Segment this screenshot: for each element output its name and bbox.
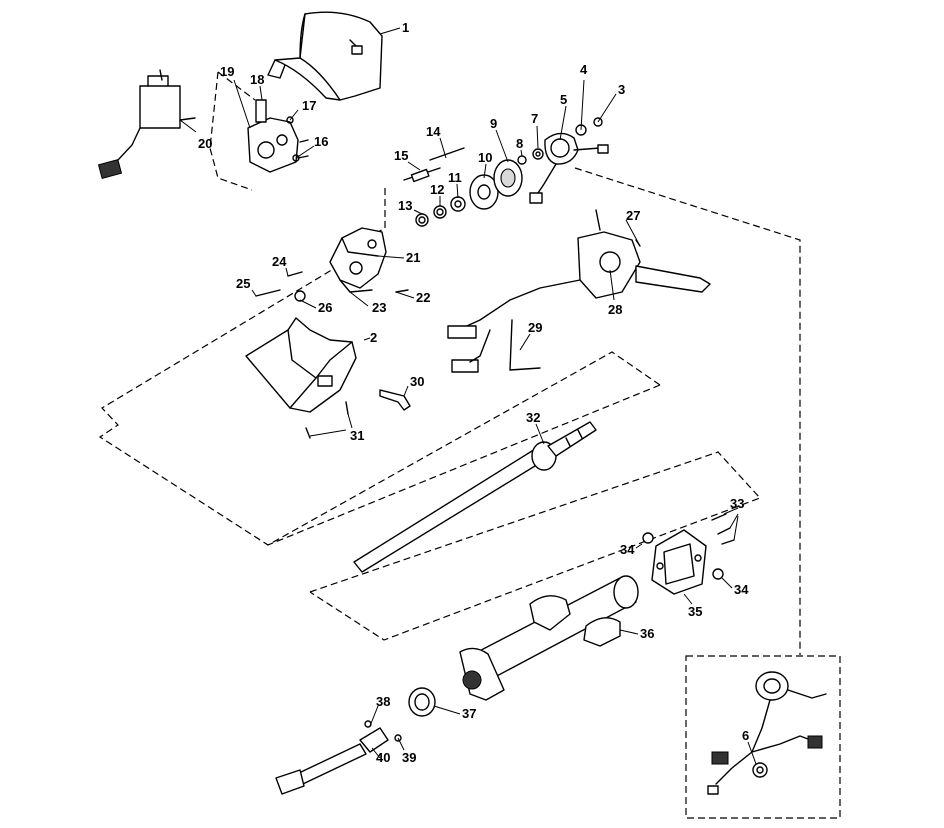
part-20-alarm-switch	[97, 69, 196, 179]
parts-37-40-lower-shaft	[275, 687, 436, 795]
parts-16-19-lock-housing	[247, 99, 309, 173]
callout-30: 30	[410, 374, 424, 389]
callout-labels: 1 2 3 4 5 6 7 8 9 10 11 12 13 14 15 16 1…	[198, 20, 749, 765]
callout-3: 3	[618, 82, 625, 97]
callout-13: 13	[398, 198, 412, 213]
group-boundaries	[98, 71, 801, 655]
parts-27-28-signal-switch	[447, 209, 711, 373]
callout-12: 12	[430, 182, 444, 197]
callout-19: 19	[220, 64, 234, 79]
callout-35: 35	[688, 604, 702, 619]
callout-29: 29	[528, 320, 542, 335]
callout-25: 25	[236, 276, 250, 291]
callout-7: 7	[531, 111, 538, 126]
callout-37: 37	[462, 706, 476, 721]
callout-38: 38	[376, 694, 390, 709]
parts-3-15-shaft-components	[403, 117, 609, 227]
parts-33-35-mounting-bracket	[642, 513, 735, 595]
part-32-steering-shaft	[353, 421, 597, 573]
callout-14: 14	[426, 124, 441, 139]
parts-21-26-lock-housing	[255, 227, 409, 302]
callout-33: 33	[730, 496, 744, 511]
callout-10: 10	[478, 150, 492, 165]
callout-23: 23	[372, 300, 386, 315]
callout-4: 4	[580, 62, 588, 77]
callout-39: 39	[402, 750, 416, 765]
part-36-column-jacket	[459, 575, 639, 701]
callout-11: 11	[448, 170, 462, 185]
callout-40: 40	[376, 750, 390, 765]
callout-15: 15	[394, 148, 408, 163]
callout-16: 16	[314, 134, 328, 149]
leader-lines	[179, 27, 757, 765]
callout-26: 26	[318, 300, 332, 315]
callout-34-right: 34	[734, 582, 749, 597]
part-1-upper-cover	[267, 11, 383, 101]
part-6-wiring-harness-inset	[685, 655, 841, 819]
callout-21: 21	[406, 250, 420, 265]
callout-28: 28	[608, 302, 622, 317]
callout-8: 8	[516, 136, 523, 151]
callout-18: 18	[250, 72, 264, 87]
callout-9: 9	[490, 116, 497, 131]
callout-34-left: 34	[620, 542, 635, 557]
callout-36: 36	[640, 626, 654, 641]
callout-6: 6	[742, 728, 749, 743]
callout-5: 5	[560, 92, 567, 107]
callout-1: 1	[402, 20, 409, 35]
part-2-lower-cover	[245, 317, 357, 413]
callout-31: 31	[350, 428, 364, 443]
callout-17: 17	[302, 98, 316, 113]
callout-27: 27	[626, 208, 640, 223]
callout-24: 24	[272, 254, 287, 269]
callout-20: 20	[198, 136, 212, 151]
callout-32: 32	[526, 410, 540, 425]
callout-2: 2	[370, 330, 377, 345]
callout-22: 22	[416, 290, 430, 305]
